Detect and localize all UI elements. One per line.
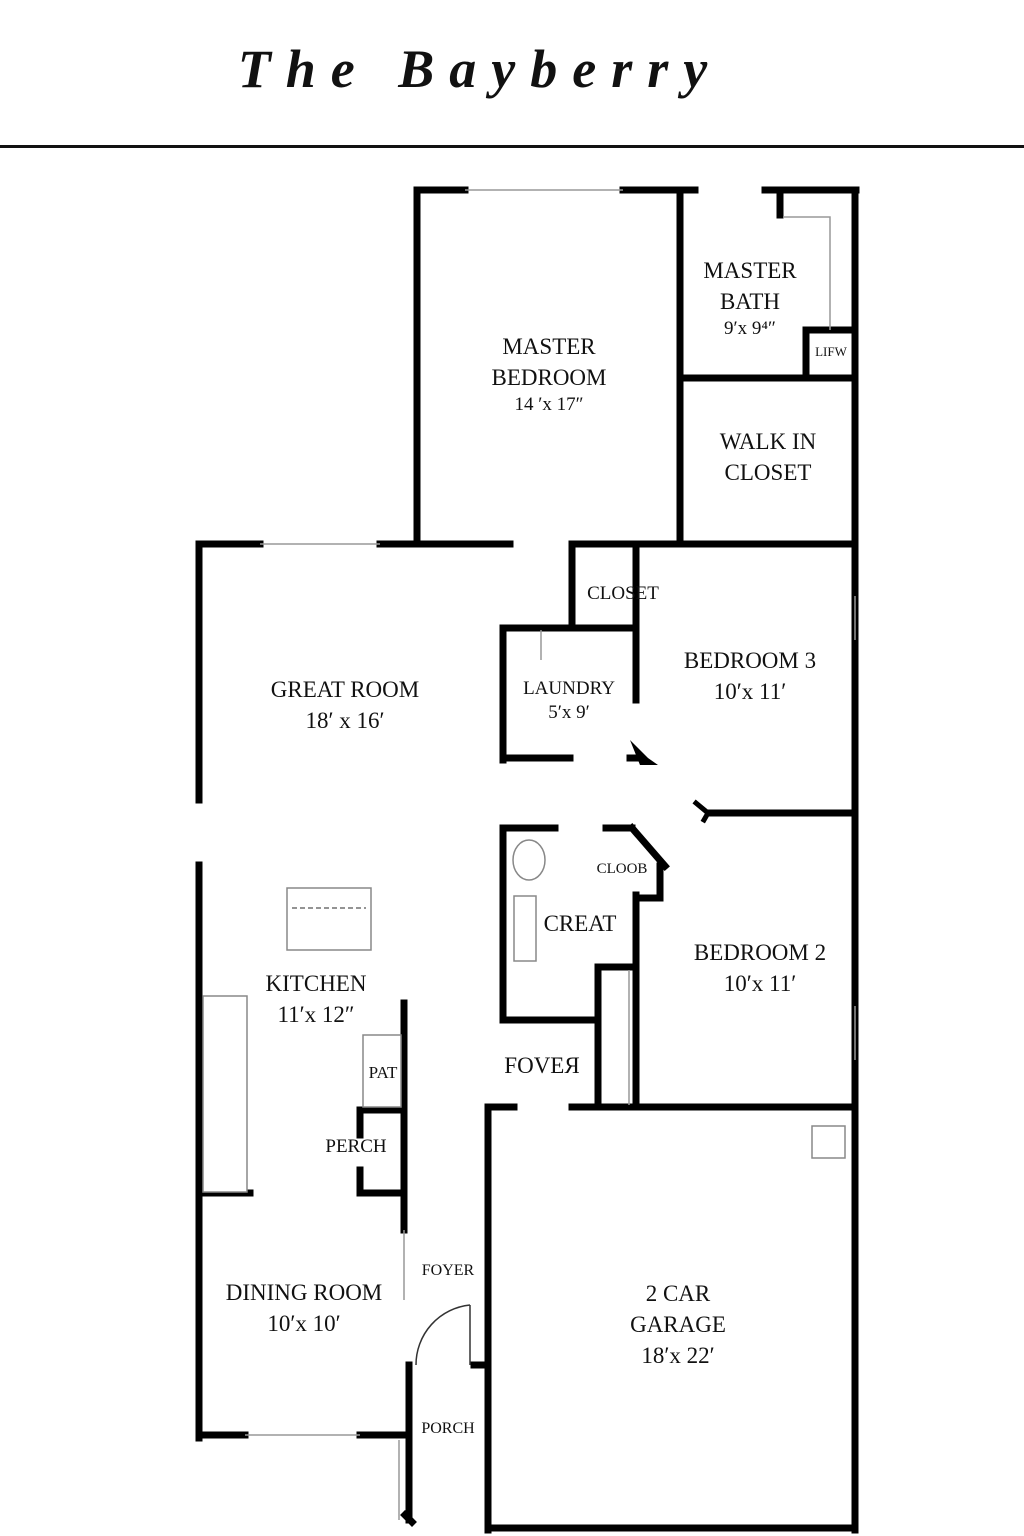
room-great-room: GREAT ROOM 18′ x 16′	[240, 674, 450, 736]
room-lifw: LIFW	[815, 344, 847, 359]
room-name: BATH	[719, 289, 781, 314]
room-name: DINING ROOM	[225, 1280, 383, 1305]
room-name: 2 CAR	[645, 1281, 711, 1306]
walls	[195, 186, 860, 1534]
title-divider	[0, 145, 1024, 148]
room-laundry: LAUNDRY 5′x 9′	[505, 677, 633, 725]
room-foyer: FOYER	[421, 1262, 475, 1279]
plan-title: The Bayberry	[237, 39, 723, 99]
room-fover: FOVEЯ	[504, 1053, 580, 1078]
room-porch: PORCH	[421, 1420, 475, 1437]
room-size: 10′x 10′	[267, 1311, 341, 1336]
room-cloob: CLOOB	[596, 861, 648, 877]
room-name: KITCHEN	[265, 971, 367, 996]
room-garage: 2 CAR GARAGE 18′x 22′	[598, 1278, 758, 1371]
thin-lines	[245, 189, 856, 1520]
room-pat: PAT	[368, 1063, 398, 1082]
room-dining-room: DINING ROOM 10′x 10′	[205, 1277, 403, 1339]
room-name: CLOSET	[724, 460, 812, 485]
room-size: 11′x 12″	[277, 1002, 355, 1027]
room-name: LAUNDRY	[523, 678, 615, 699]
room-name: MASTER	[502, 334, 596, 359]
room-walk-in-closet: WALK IN CLOSET	[688, 426, 848, 488]
room-master-bath: MASTER BATH 9′x 9⁴″	[688, 255, 812, 341]
room-size: 18′x 22′	[641, 1343, 715, 1368]
room-size: 9′x 9⁴″	[724, 318, 776, 339]
room-name: MASTER	[703, 258, 797, 283]
room-name: BEDROOM	[491, 365, 607, 390]
room-master-bedroom: MASTER BEDROOM 14 ′x 17″	[468, 331, 630, 417]
room-size: 10′x 11′	[723, 971, 797, 996]
room-bedroom-3: BEDROOM 3 10′x 11′	[660, 645, 840, 707]
fixtures	[202, 630, 846, 1193]
room-creat: CREAT	[543, 911, 617, 936]
room-perch: PERCH	[325, 1136, 387, 1157]
room-size: 14 ′x 17″	[514, 394, 584, 415]
room-size: 5′x 9′	[548, 702, 590, 723]
room-name: GARAGE	[630, 1312, 726, 1337]
room-bedroom-2: BEDROOM 2 10′x 11′	[670, 937, 850, 999]
room-name: BEDROOM 2	[693, 940, 827, 965]
room-name: GREAT ROOM	[270, 677, 420, 702]
door-swings	[415, 740, 712, 1366]
room-size: 18′ x 16′	[305, 708, 385, 733]
room-kitchen: KITCHEN 11′x 12″	[236, 968, 396, 1030]
room-name: BEDROOM 3	[683, 648, 817, 673]
room-name: WALK IN	[719, 429, 817, 454]
room-size: 10′x 11′	[713, 679, 787, 704]
room-closet: CLOSET	[587, 583, 659, 604]
